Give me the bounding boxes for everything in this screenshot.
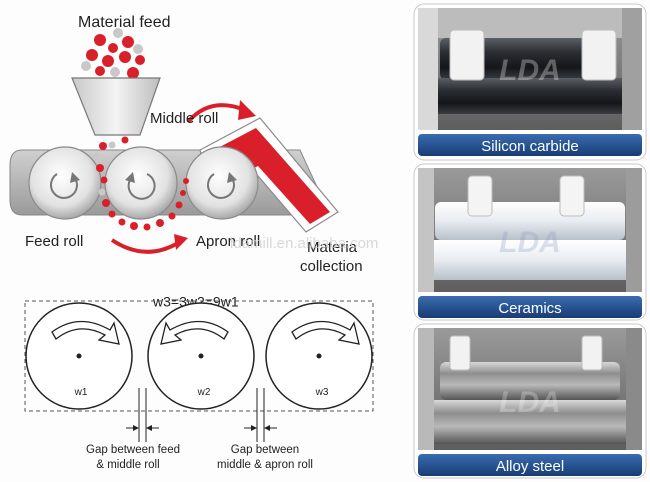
- gap1-label-2: & middle roll: [96, 459, 159, 471]
- roll-w1-label: w1: [74, 387, 88, 398]
- feed-roll: [28, 146, 102, 220]
- three-roll-schematic: Material feed: [9, 14, 378, 275]
- lower-rotation-arrow: [110, 234, 188, 254]
- material-collection-label-2: collection: [300, 258, 363, 275]
- apron-roll: [185, 146, 259, 220]
- hopper: [71, 77, 161, 136]
- roll-w1: [25, 302, 133, 410]
- gap2-label-1: Gap between: [231, 444, 299, 456]
- roll-w2-label: w2: [197, 387, 211, 398]
- middle-roll-label: Middle roll: [150, 110, 218, 127]
- material-collection-label-1: Materia: [307, 239, 358, 256]
- gap2-label-2: middle & apron roll: [217, 459, 313, 471]
- dashed-frame: [24, 300, 374, 412]
- gap2-indicator: [244, 388, 277, 442]
- caption-silicon-carbide: Silicon carbide: [481, 138, 579, 155]
- roll-material-photos: LDA Silicon carbide LDA Ceramics: [413, 3, 647, 479]
- feed-particles: [81, 28, 145, 79]
- roll-w2: [147, 302, 255, 410]
- roll-w3: [265, 302, 373, 410]
- material-feed-label: Material feed: [78, 14, 171, 31]
- svg-text:LDA: LDA: [499, 386, 561, 419]
- gap1-label-1: Gap between feed: [86, 444, 180, 456]
- caption-ceramics: Ceramics: [498, 300, 561, 317]
- middle-roll-arrow: [186, 100, 256, 124]
- grinding-particles: [92, 136, 189, 231]
- caption-alloy-steel: Alloy steel: [496, 458, 564, 475]
- apron-roll-label: Apron roll: [196, 233, 260, 250]
- watermark: ldamill.en.alibaba.com: [230, 235, 378, 252]
- feed-roll-label: Feed roll: [25, 233, 83, 250]
- roll-gap-diagram: w3=3w2=9w1 w1 w2 w3: [24, 293, 374, 471]
- gap1-indicator: [126, 388, 159, 442]
- svg-text:LDA: LDA: [499, 54, 561, 87]
- svg-text:LDA: LDA: [499, 226, 561, 259]
- photo-ceramics: LDA Ceramics: [413, 163, 647, 321]
- middle-roll: [104, 146, 178, 220]
- roll-w3-label: w3: [315, 387, 329, 398]
- photo-silicon-carbide: LDA Silicon carbide: [413, 3, 647, 161]
- photo-alloy-steel: LDA Alloy steel: [413, 323, 647, 479]
